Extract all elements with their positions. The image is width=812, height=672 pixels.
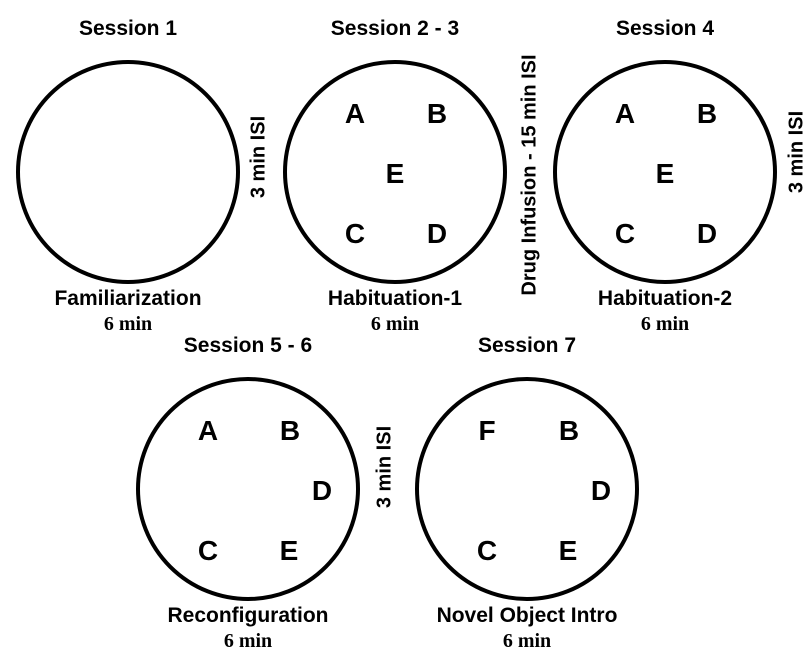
session-title: Session 4 — [615, 17, 715, 40]
arena-object-C: C — [476, 535, 498, 566]
isi-label-3: 3 min ISI — [373, 425, 396, 509]
phase-caption: Familiarization — [54, 287, 202, 310]
arena-object-D: D — [426, 218, 448, 249]
panel-session-1: Session 1 Familiarization 6 min — [16, 15, 240, 336]
phase-duration: 6 min — [103, 313, 153, 335]
arena-object-A: A — [344, 98, 366, 129]
arena-object-C: C — [344, 218, 366, 249]
phase-duration: 6 min — [223, 630, 273, 652]
arena-object-A: A — [197, 415, 219, 446]
phase-caption: Habituation-1 — [327, 287, 463, 310]
session-title: Session 7 — [477, 334, 577, 357]
phase-duration: 6 min — [502, 630, 552, 652]
arena-object-D: D — [590, 475, 612, 506]
arena-object-B: B — [279, 415, 301, 446]
arena-object-B: B — [558, 415, 580, 446]
phase-caption: Habituation-2 — [597, 287, 733, 310]
arena-object-E: E — [655, 158, 675, 189]
arena-object-C: C — [197, 535, 219, 566]
arena-object-D: D — [311, 475, 333, 506]
isi-label-drug-infusion: Drug Infusion - 15 min ISI — [518, 54, 541, 296]
arena-object-B: B — [426, 98, 448, 129]
session-title: Session 1 — [78, 17, 178, 40]
arena-object-C: C — [614, 218, 636, 249]
session-title: Session 2 - 3 — [330, 17, 460, 40]
phase-caption: Novel Object Intro — [436, 604, 618, 627]
arena-object-E: E — [279, 535, 299, 566]
arena-object-F: F — [478, 415, 496, 446]
arena-object-E: E — [385, 158, 405, 189]
phase-duration: 6 min — [370, 313, 420, 335]
arena-object-D: D — [696, 218, 718, 249]
arena-object-E: E — [558, 535, 578, 566]
arena-circle-session-1 — [16, 60, 240, 284]
arena-object-A: A — [614, 98, 636, 129]
session-title: Session 5 - 6 — [183, 334, 313, 357]
arena-object-B: B — [696, 98, 718, 129]
isi-label-1: 3 min ISI — [247, 115, 270, 199]
isi-label-2: 3 min ISI — [785, 110, 808, 194]
phase-duration: 6 min — [640, 313, 690, 335]
phase-caption: Reconfiguration — [167, 604, 329, 627]
